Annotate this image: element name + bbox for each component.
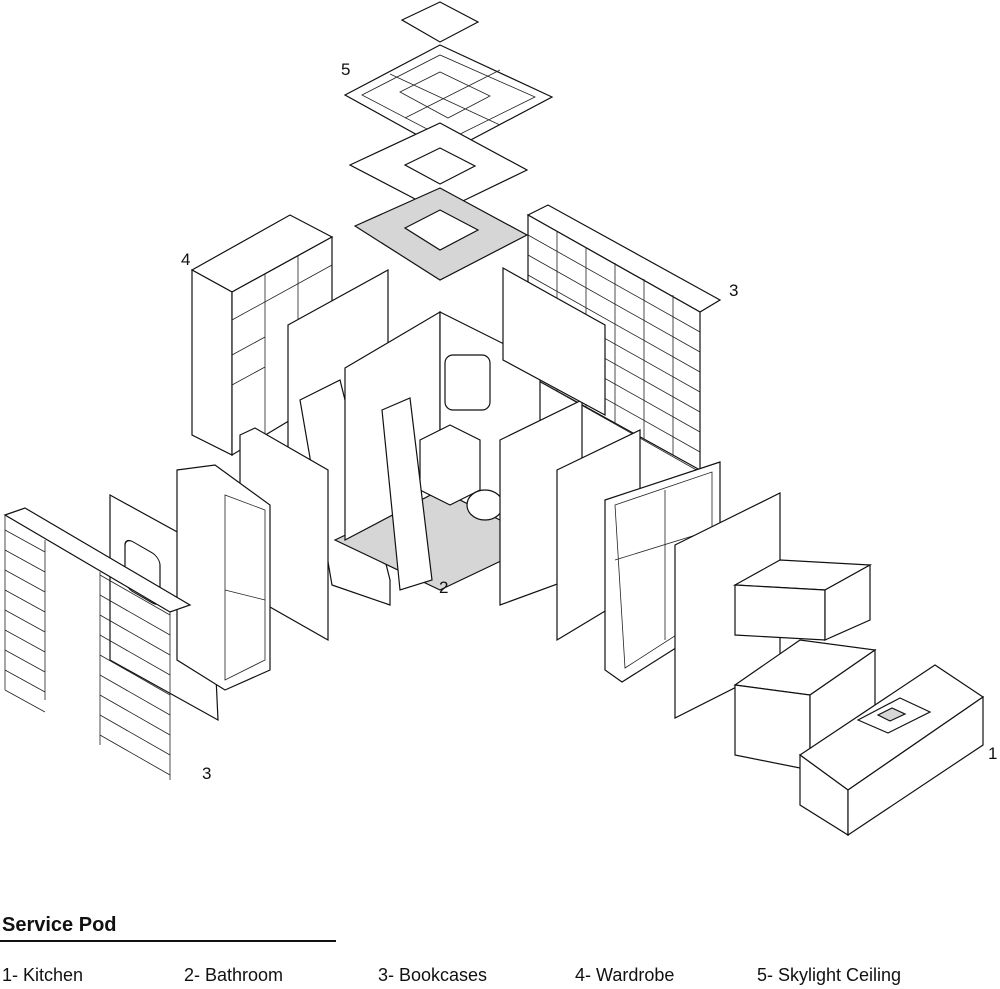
shelf-line [4,569,46,593]
shelf-line [99,594,171,636]
shelf-line [99,734,171,776]
shelf-line [527,374,701,473]
shelf-line [4,649,46,673]
shelf-line [4,529,46,553]
shelf-line [4,629,46,653]
kitchen [732,559,985,837]
shelf-line [99,634,171,676]
exploded-axonometric-drawing [3,1,985,837]
title-underline [0,940,336,942]
callout-3-right: 3 [729,281,739,300]
skylight-ceiling [343,1,554,281]
shelf-line [4,549,46,573]
shelf-line [4,589,46,613]
shelf-line [99,694,171,736]
shelf-line [4,609,46,633]
callout-3-left: 3 [202,764,212,783]
shelf-line [99,654,171,696]
shelf-line [99,614,171,656]
bathroom-module [333,310,583,606]
shelf-line [99,714,171,756]
shelf-line [4,689,46,713]
legend-item-bathroom: 2- Bathroom [184,965,284,985]
callout-1: 1 [988,744,998,763]
legend-item-wardrobe: 4- Wardrobe [575,965,675,985]
shelf-line [4,669,46,693]
legend-item-skylight-ceiling: 5- Skylight Ceiling [757,965,902,985]
legend-item-bookcases: 3- Bookcases [378,965,488,985]
legend-title: Service Pod [2,914,117,936]
bookcase-left [3,507,192,780]
wall-frame-left [176,464,271,691]
shelf-line [99,574,171,616]
wall-panels-right [502,266,781,719]
shelf-line [99,674,171,716]
callout-5: 5 [341,60,351,79]
callout-2: 2 [439,578,449,597]
callout-4: 4 [181,250,191,269]
legend-item-kitchen: 1- Kitchen [2,965,84,985]
